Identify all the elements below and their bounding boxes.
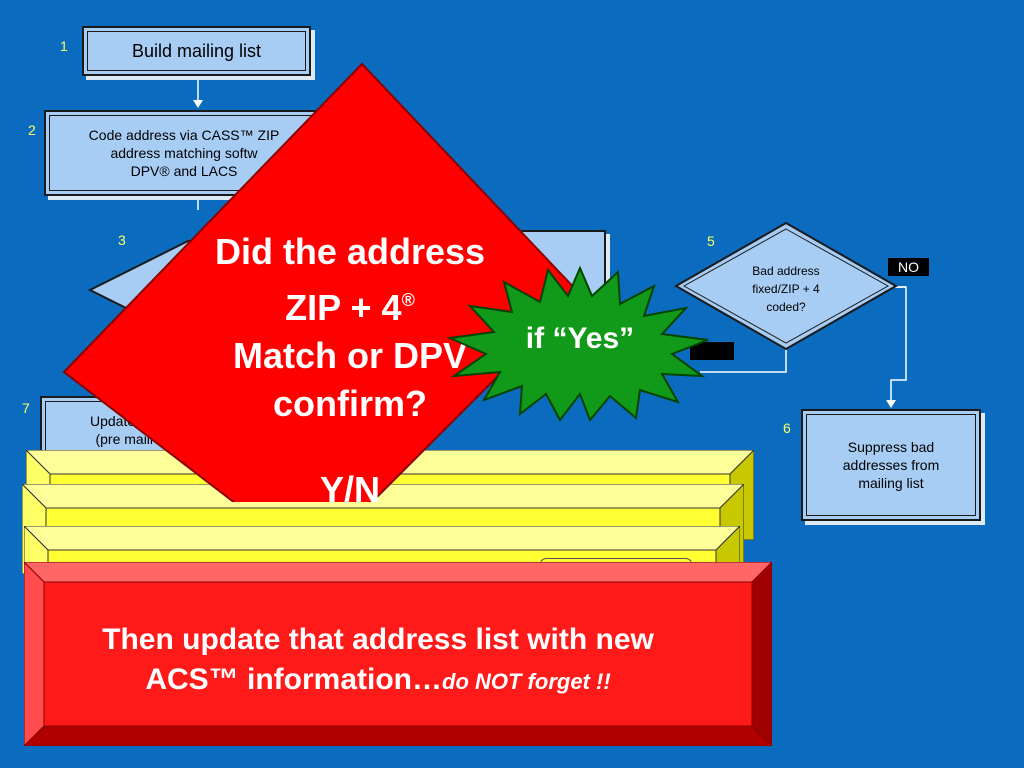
green-starburst	[446, 265, 709, 422]
step5-decision-diamond	[674, 221, 898, 351]
banner-text: Then update that address list with new A…	[44, 620, 712, 702]
diamond-line3: Match or DPV	[232, 335, 468, 376]
banner-line1: Then update that address list with new	[102, 623, 654, 656]
step5-line1: Bad address	[752, 264, 820, 278]
step2-line3: DPV® and LACS	[130, 163, 238, 179]
banner-line2-italic: do NOT forget !!	[442, 669, 611, 694]
step-number-2: 2	[28, 122, 36, 138]
diamond-line5: Y/N	[319, 469, 380, 510]
step1-label: Build mailing list	[131, 40, 262, 61]
step-number-5: 5	[707, 233, 715, 249]
step-number-1: 1	[60, 38, 68, 54]
diamond-line2-wrap: ZIP + 4®	[170, 276, 530, 332]
starburst-text: if “Yes”	[525, 322, 635, 355]
red-banner-frame	[24, 562, 772, 746]
step2-line2: address matching softw	[110, 145, 258, 161]
red-diamond-callout	[62, 62, 582, 502]
step5-line3: coded?	[766, 300, 806, 314]
step5-line2: fixed/ZIP + 4	[752, 282, 820, 296]
step2-line1: Code address via CASS™ ZIP	[88, 127, 280, 143]
step-number-7: 7	[22, 400, 30, 416]
diamond-line1: Did the address	[214, 231, 486, 272]
step6-suppress-box: Suppress bad addresses from mailing list	[801, 409, 981, 521]
red-diamond-text: Did the address ZIP + 4® Match or DPV co…	[170, 228, 530, 514]
diamond-line2-sup: ®	[401, 290, 415, 310]
step7-line2: (pre maili	[95, 431, 154, 447]
no-tag: NO	[888, 258, 929, 276]
diamond-line4: confirm?	[272, 383, 427, 424]
step6-label: Suppress bad addresses from mailing list	[842, 439, 940, 491]
step-number-3: 3	[118, 232, 126, 248]
step-number-6: 6	[783, 420, 791, 436]
step2-code-address-box: Code address via CASS™ ZIP address match…	[44, 110, 324, 196]
step5-text: Bad address fixed/ZIP + 4 coded?	[718, 262, 854, 316]
diamond-line2: ZIP + 4	[285, 287, 402, 328]
step1-build-mailing-list-box: Build mailing list	[82, 26, 311, 76]
banner-line2: ACS™ information…do NOT forget !!	[44, 660, 712, 702]
yes-tag-partial	[690, 342, 734, 360]
banner-line2-main: ACS™ information…	[145, 663, 443, 696]
